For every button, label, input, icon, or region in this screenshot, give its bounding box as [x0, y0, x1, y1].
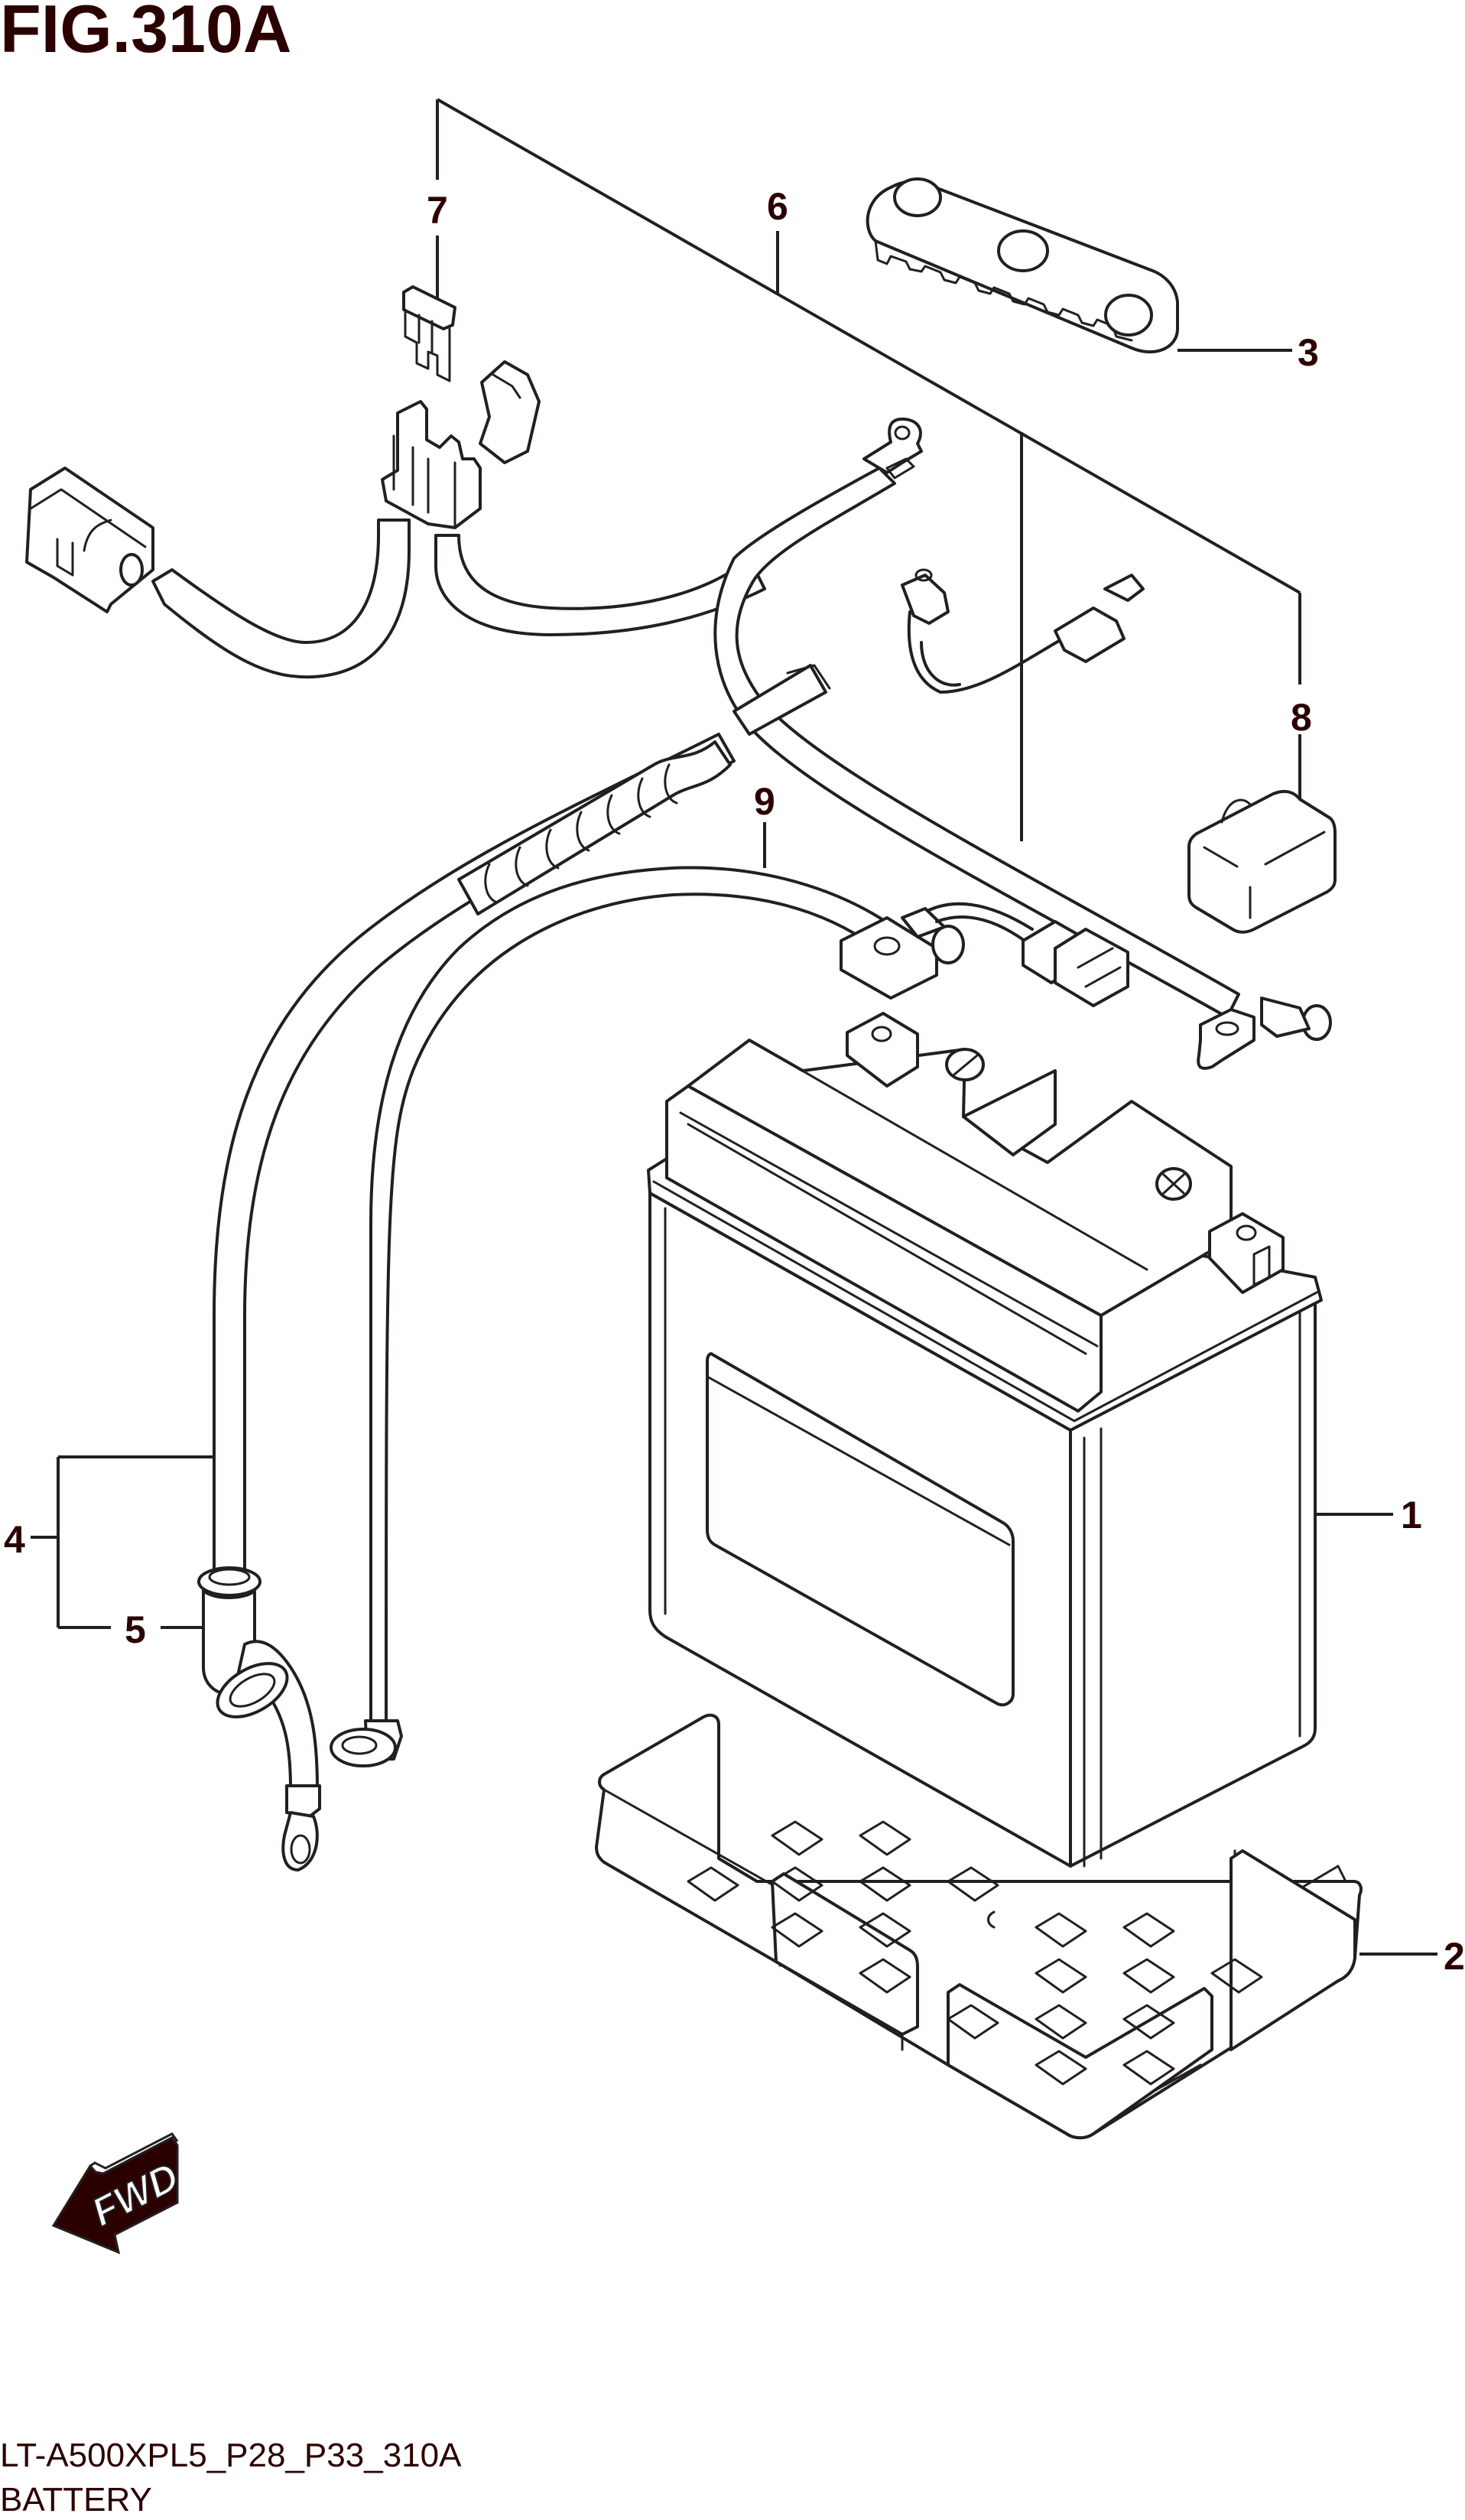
callout-4[interactable]: 4	[4, 1518, 25, 1561]
battery-cable-assembly[interactable]	[197, 733, 736, 1871]
callout-7[interactable]: 7	[427, 189, 448, 232]
callout-6[interactable]: 6	[767, 185, 788, 228]
fuse[interactable]	[402, 285, 456, 382]
battery[interactable]	[647, 1012, 1393, 1868]
section-name: BATTERY	[0, 2481, 152, 2518]
terminal-cover-strip[interactable]	[866, 177, 1292, 354]
callout-5[interactable]: 5	[125, 1608, 146, 1651]
callout-2[interactable]: 2	[1444, 1935, 1465, 1978]
callout-8[interactable]: 8	[1291, 696, 1312, 739]
ground-lead[interactable]	[330, 866, 1129, 1767]
wiring-harness[interactable]	[25, 360, 1332, 1070]
cap[interactable]	[1187, 789, 1337, 934]
model-code: LT-A500XPL5_P28_P33_310A	[0, 2437, 462, 2474]
callout-4-bracket	[31, 1455, 214, 1629]
tray-slots	[687, 1820, 1263, 2086]
callout-1[interactable]: 1	[1401, 1494, 1422, 1536]
battery-tray[interactable]	[595, 1713, 1437, 2140]
harness-group-bracket	[436, 98, 1301, 841]
callout-3[interactable]: 3	[1298, 331, 1319, 374]
callout-9[interactable]: 9	[754, 780, 775, 823]
figure-title: FIG.310A	[0, 0, 291, 67]
cable-boot-ribs	[457, 740, 732, 915]
forward-arrow-icon: FWD	[51, 2132, 187, 2255]
